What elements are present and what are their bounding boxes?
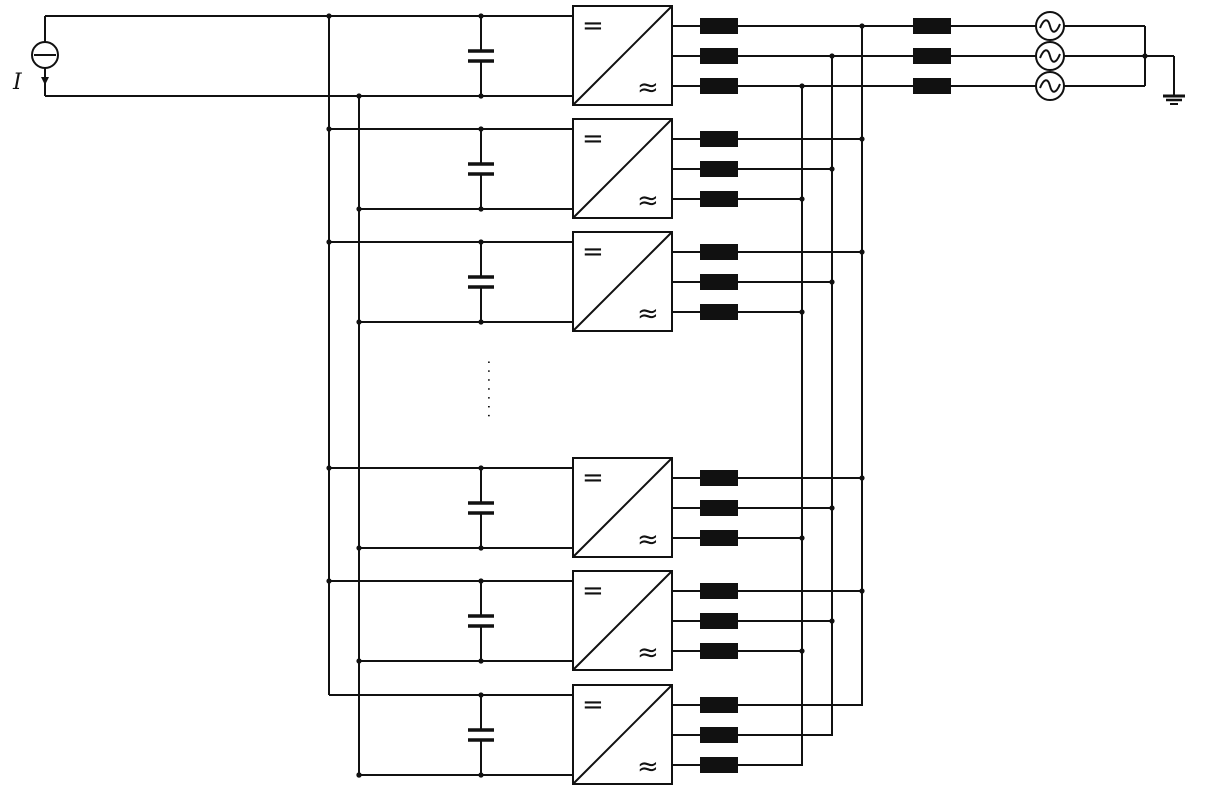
ac-voltage-source-icon bbox=[1035, 11, 1065, 41]
dc-symbol: = bbox=[582, 124, 604, 154]
ac-symbol: ≈ bbox=[637, 299, 659, 329]
dc-symbol: = bbox=[582, 11, 604, 41]
converter-units: =≈=≈=≈=≈=≈=≈ bbox=[326, 5, 865, 785]
inductor-icon bbox=[700, 131, 738, 147]
ac-symbol: ≈ bbox=[637, 73, 659, 103]
inductor-icon bbox=[700, 244, 738, 260]
source-label: I bbox=[12, 70, 23, 95]
dc-symbol: = bbox=[582, 237, 604, 267]
inductor-icon bbox=[700, 757, 738, 773]
inductor-icon bbox=[700, 191, 738, 207]
inductor-icon bbox=[700, 613, 738, 629]
inductor-icon bbox=[700, 48, 738, 64]
converter-unit: =≈ bbox=[326, 118, 865, 219]
ac-symbol: ≈ bbox=[637, 752, 659, 782]
ellipsis: · · · · · · · bbox=[480, 360, 496, 418]
inductor-icon bbox=[700, 470, 738, 486]
ac-symbol: ≈ bbox=[637, 186, 659, 216]
dc-symbol: = bbox=[582, 690, 604, 720]
inductor-icon bbox=[700, 161, 738, 177]
inductor-icon bbox=[913, 18, 951, 34]
inductor-icon bbox=[700, 583, 738, 599]
ac-voltage-source-icon bbox=[1035, 71, 1065, 101]
ac-symbol: ≈ bbox=[637, 638, 659, 668]
inductor-icon bbox=[700, 274, 738, 290]
inductor-icon bbox=[913, 48, 951, 64]
inductor-icon bbox=[700, 304, 738, 320]
ground-icon bbox=[1163, 94, 1185, 105]
current-source: I bbox=[12, 16, 59, 96]
converter-unit: =≈ bbox=[326, 5, 738, 106]
grid-connection bbox=[738, 11, 1185, 105]
inductor-icon bbox=[700, 643, 738, 659]
inductor-icon bbox=[700, 727, 738, 743]
inductor-icon bbox=[913, 78, 951, 94]
converter-unit: =≈ bbox=[326, 570, 865, 671]
converter-unit: =≈ bbox=[326, 231, 865, 332]
converter-unit: =≈ bbox=[326, 457, 865, 558]
converter-unit: =≈ bbox=[329, 684, 862, 785]
ac-voltage-source-icon bbox=[1035, 41, 1065, 71]
inductor-icon bbox=[700, 78, 738, 94]
inductor-icon bbox=[700, 530, 738, 546]
ac-symbol: ≈ bbox=[637, 525, 659, 555]
dc-symbol: = bbox=[582, 576, 604, 606]
inductor-icon bbox=[700, 697, 738, 713]
inductor-icon bbox=[700, 18, 738, 34]
dc-symbol: = bbox=[582, 463, 604, 493]
inductor-icon bbox=[700, 500, 738, 516]
